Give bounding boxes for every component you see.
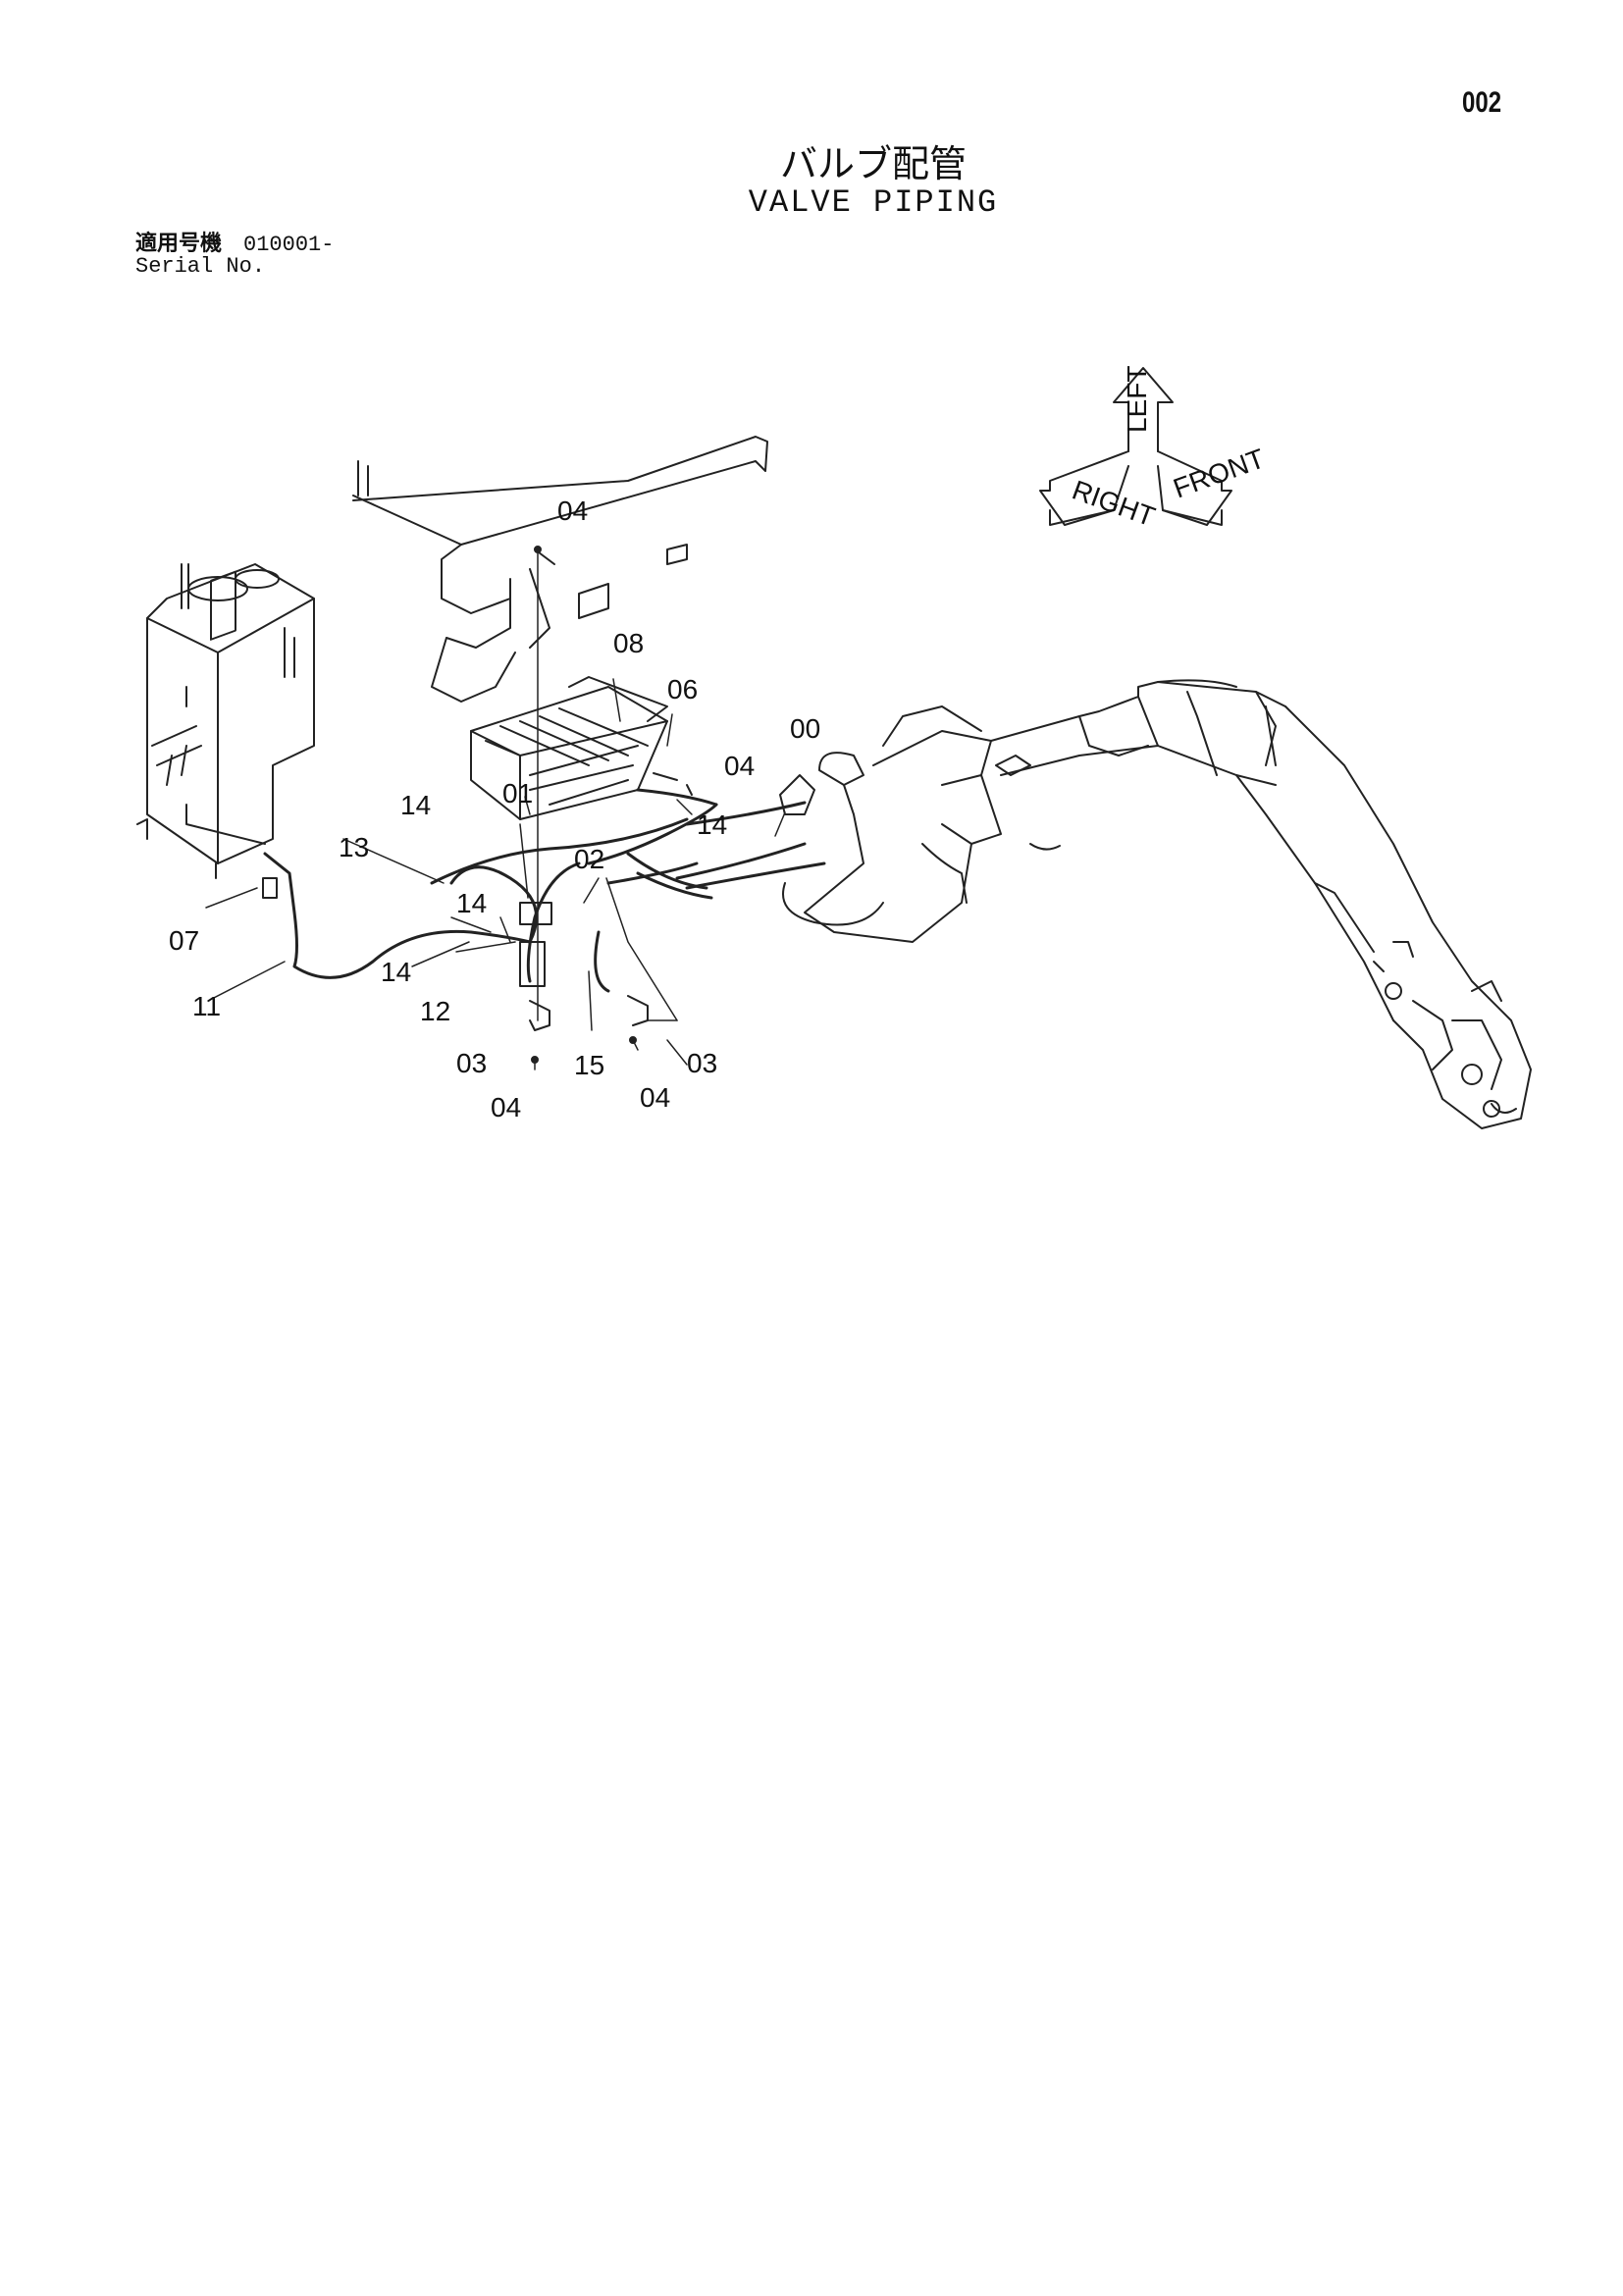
callout-04-top: 04: [557, 496, 588, 526]
callout-02: 02: [574, 844, 604, 874]
leader-lines: [205, 548, 786, 1070]
callout-14-middle: 14: [456, 888, 487, 918]
hoses: [263, 788, 826, 993]
callout-14-lower: 14: [381, 957, 411, 987]
callout-00: 00: [790, 713, 820, 744]
serial-number-value: 010001-: [243, 233, 335, 257]
page-title-japanese: バルブ配管: [779, 142, 967, 185]
support-frame: [352, 436, 768, 703]
fittings: [262, 546, 815, 1064]
callout-11: 11: [192, 991, 221, 1021]
callout-03-left: 03: [456, 1048, 487, 1078]
part-callouts: 00 01 02 03 03 04 04 04 04 06 07 08 11 1…: [169, 496, 820, 1122]
callout-08: 08: [613, 628, 644, 658]
callout-06: 06: [667, 674, 698, 704]
orientation-label-left: LEFT: [1122, 366, 1152, 433]
callout-07: 07: [169, 925, 199, 956]
orientation-label-front: FRONT: [1170, 443, 1269, 503]
serial-number-block: 適用号機 010001- Serial No.: [135, 234, 334, 278]
callout-01: 01: [502, 778, 533, 809]
orientation-label-right: RIGHT: [1069, 474, 1159, 532]
page-number: 002: [1462, 86, 1502, 119]
boom-assembly: [782, 679, 1532, 1129]
callout-15: 15: [574, 1050, 604, 1080]
callout-03-right: 03: [687, 1048, 717, 1078]
page-title-english: VALVE PIPING: [748, 184, 999, 221]
serial-label-japanese: 適用号機: [135, 232, 223, 256]
callout-04-bottom-left: 04: [491, 1092, 521, 1122]
serial-label-english: Serial No.: [135, 254, 266, 279]
callout-13: 13: [339, 832, 369, 862]
callout-14-upper-left: 14: [400, 790, 431, 820]
control-valve: [470, 676, 668, 820]
callout-04-bottom-right: 04: [640, 1082, 670, 1113]
callout-14-upper-right: 14: [697, 809, 727, 840]
hydraulic-tank: [136, 563, 315, 879]
callout-04-swing: 04: [724, 751, 755, 781]
orientation-symbol: LEFT RIGHT FRONT: [1039, 366, 1269, 532]
callout-12: 12: [420, 996, 450, 1026]
